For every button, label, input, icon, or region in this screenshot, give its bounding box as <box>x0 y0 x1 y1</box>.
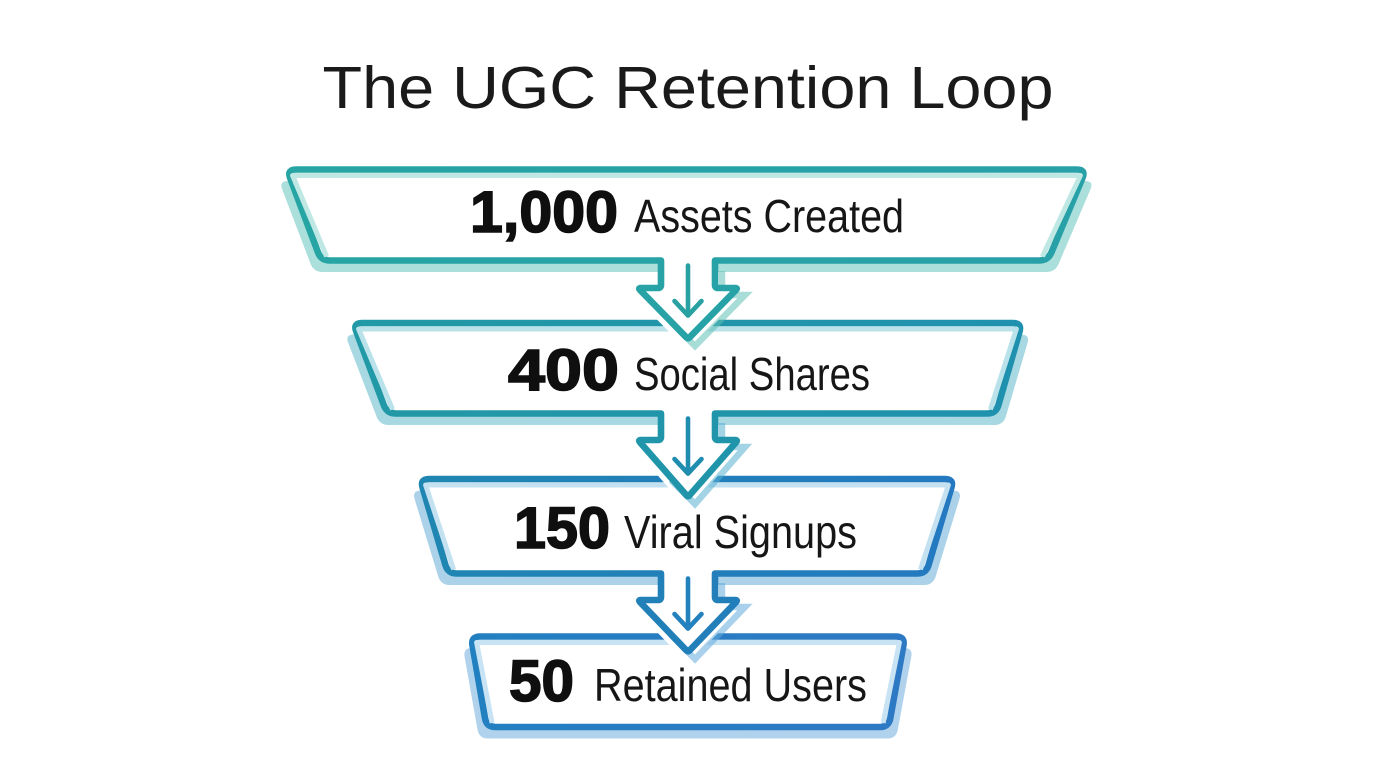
svg-text:Viral Signups: Viral Signups <box>624 506 857 558</box>
svg-text:50: 50 <box>509 649 574 714</box>
svg-text:400: 400 <box>508 338 619 403</box>
svg-text:The UGC Retention Loop: The UGC Retention Loop <box>323 55 1054 121</box>
svg-text:1,000: 1,000 <box>470 180 618 245</box>
svg-text:Social Shares: Social Shares <box>634 348 870 400</box>
svg-text:150: 150 <box>514 496 610 561</box>
svg-text:Assets Created: Assets Created <box>634 190 904 242</box>
svg-text:Retained Users: Retained Users <box>594 659 867 711</box>
